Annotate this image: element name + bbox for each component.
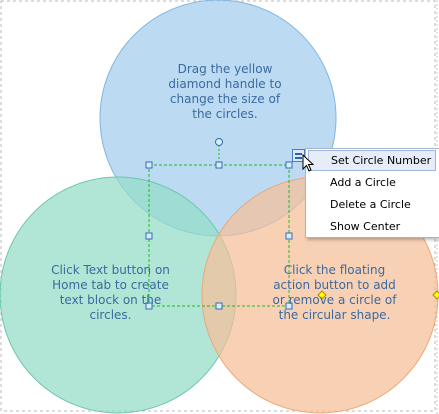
rotation-handle[interactable] [215,138,223,146]
menu-item-set-circle-number[interactable]: Set Circle Number [308,150,436,171]
resize-handle-top-right[interactable] [285,161,293,169]
resize-handle-bottom-left[interactable] [145,302,153,310]
resize-handle-bottom-right[interactable] [285,302,293,310]
menu-item-add-circle[interactable]: Add a Circle [330,176,396,189]
menu-item-show-center[interactable]: Show Center [330,220,401,233]
top-circle-text[interactable]: Drag the yellow diamond handle to change… [168,62,282,121]
yellow-diamond-handle[interactable] [317,290,327,300]
right-circle-text[interactable]: Click the floating action button to add … [272,263,397,322]
left-circle-text[interactable]: Click Text button on Home tab to create … [51,263,170,322]
resize-handle-right[interactable] [285,232,293,240]
resize-handle-left[interactable] [145,232,153,240]
arrow-cursor-icon [302,154,314,172]
menu-item-delete-circle[interactable]: Delete a Circle [330,198,411,211]
context-menu: Set Circle Number Add a Circle Delete a … [305,148,439,238]
resize-handle-bottom[interactable] [215,302,223,310]
resize-handle-top-left[interactable] [145,161,153,169]
resize-handle-top[interactable] [215,161,223,169]
floating-action-button[interactable] [292,149,305,162]
selection-handles[interactable] [145,161,293,310]
yellow-diamond-handle-edge[interactable] [432,290,439,300]
